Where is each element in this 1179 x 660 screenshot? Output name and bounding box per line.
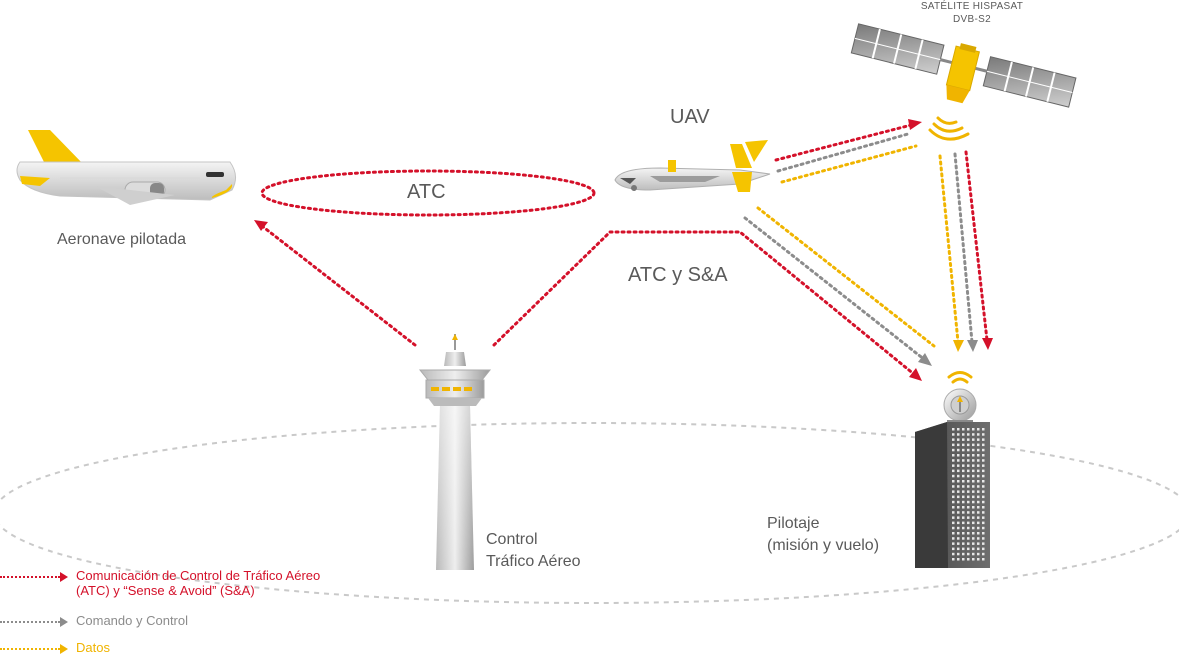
aircraft-label: Aeronave pilotada — [57, 231, 186, 248]
uav-satellite-links — [774, 119, 922, 184]
atc-link-tower-aircraft — [254, 220, 417, 347]
atc-sa-label: ATC y S&A — [628, 264, 728, 286]
piloting-label-line1: Pilotaje — [767, 515, 820, 532]
legend-line-data — [0, 644, 68, 654]
satellite-icon — [850, 23, 1077, 108]
satellite-signal-icon — [928, 116, 970, 141]
uav-ground-command-link — [743, 216, 932, 366]
legend-line-atc — [0, 572, 68, 582]
satellite-ground-links — [938, 150, 993, 352]
tower-label: Control Tráfico Aéreo — [486, 529, 581, 573]
legend-item-atc: Comunicación de Control de Tráfico Aéreo… — [0, 568, 320, 598]
ground-station-icon — [915, 371, 990, 568]
control-tower-icon — [418, 334, 492, 570]
satellite-label-line1: SATÉLITE HISPASAT — [920, 1, 1024, 12]
atc-label: ATC — [407, 181, 446, 203]
tower-label-line2: Tráfico Aéreo — [486, 553, 581, 570]
piloting-label-line2: (misión y vuelo) — [767, 537, 880, 554]
legend-atc-line1: Comunicación de Control de Tráfico Aéreo — [76, 568, 321, 583]
atc-sa-link — [492, 230, 922, 381]
legend-item-data: Datos — [0, 640, 110, 655]
building-windows — [952, 428, 985, 561]
legend-command-text: Comando y Control — [76, 613, 188, 628]
piloting-label: Pilotaje (misión y vuelo) — [767, 513, 879, 557]
legend-atc-line2: (ATC) y “Sense & Avoid” (S&A) — [76, 583, 255, 598]
airplane-icon — [16, 130, 236, 205]
ground-station-signal-icon — [947, 371, 973, 384]
legend-line-command — [0, 617, 68, 627]
uav-icon — [614, 140, 771, 192]
legend-data-text: Datos — [76, 640, 110, 655]
atc-link-ellipse — [260, 169, 596, 217]
satellite-label: SATÉLITE HISPASAT DVB-S2 — [908, 0, 1036, 26]
uav-ground-data-link — [756, 206, 936, 348]
satellite-label-line2: DVB-S2 — [953, 14, 991, 25]
uav-label: UAV — [670, 106, 710, 128]
tower-label-line1: Control — [486, 531, 538, 548]
ground-coverage-ellipse — [0, 422, 1179, 604]
legend-item-command: Comando y Control — [0, 613, 188, 628]
